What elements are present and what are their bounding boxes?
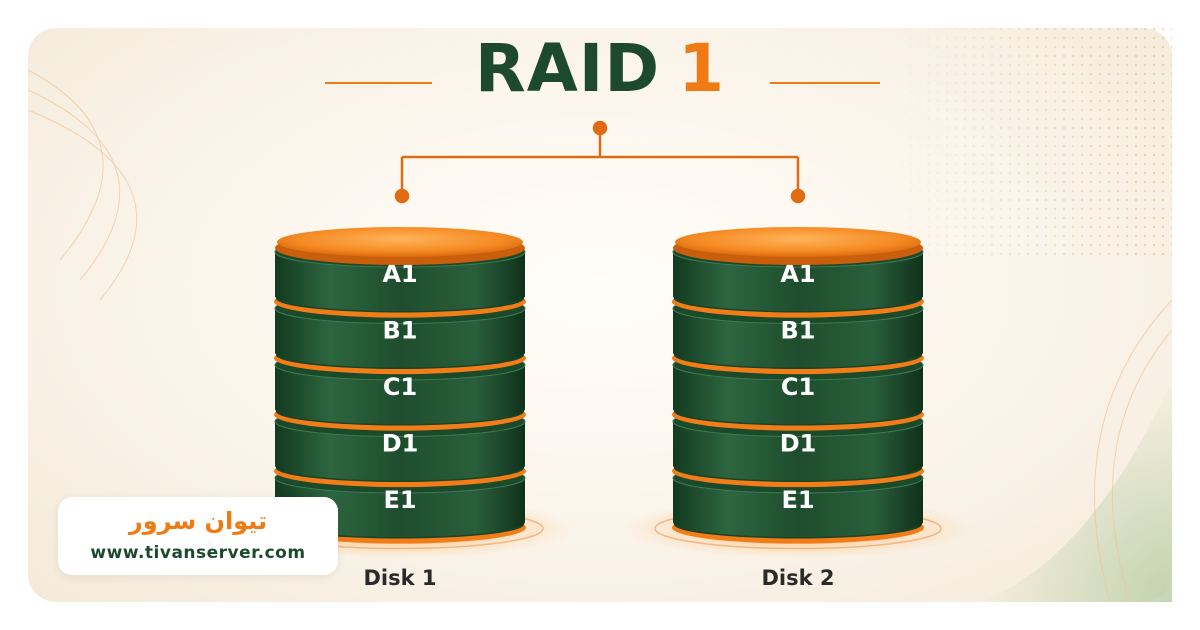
block-label: B1	[383, 317, 418, 345]
mirror-connector	[394, 120, 806, 204]
block-body	[275, 421, 525, 481]
connector-left-dot	[394, 188, 410, 204]
title-level: 1	[678, 30, 726, 107]
block-body	[673, 252, 923, 311]
block-label: D1	[382, 430, 419, 458]
brand-logo-box: تیوان سرور www.tivanserver.com	[58, 497, 338, 575]
disk-block: B1	[274, 293, 526, 375]
line-decor	[27, 69, 1173, 603]
block-label: C1	[781, 373, 815, 401]
disk-1-label: Disk 1	[363, 566, 437, 590]
disk-2-label: Disk 2	[761, 566, 835, 590]
block-label: B1	[781, 317, 816, 345]
block-body	[673, 308, 923, 368]
block-body	[275, 252, 525, 311]
block-body	[275, 308, 525, 368]
dot-pattern	[880, 28, 1172, 258]
block-label: D1	[780, 430, 817, 458]
brand-url: www.tivanserver.com	[90, 543, 306, 563]
connector-right-dot	[790, 188, 806, 204]
block-body	[275, 365, 525, 424]
block-body	[673, 478, 923, 537]
block-body	[673, 421, 923, 481]
disk-block: E1	[672, 462, 924, 544]
green-corner-decor	[980, 380, 1172, 602]
block-body	[673, 365, 923, 424]
block-label: E1	[781, 486, 814, 514]
disk-block: A1	[274, 236, 526, 318]
disk-cap	[675, 227, 921, 257]
block-label: C1	[383, 373, 417, 401]
brand-name: تیوان سرور	[128, 507, 268, 535]
title-raid: RAID	[474, 30, 661, 107]
block-label: E1	[383, 486, 416, 514]
disk-cap	[277, 227, 523, 257]
disk-block: C1	[672, 349, 924, 431]
